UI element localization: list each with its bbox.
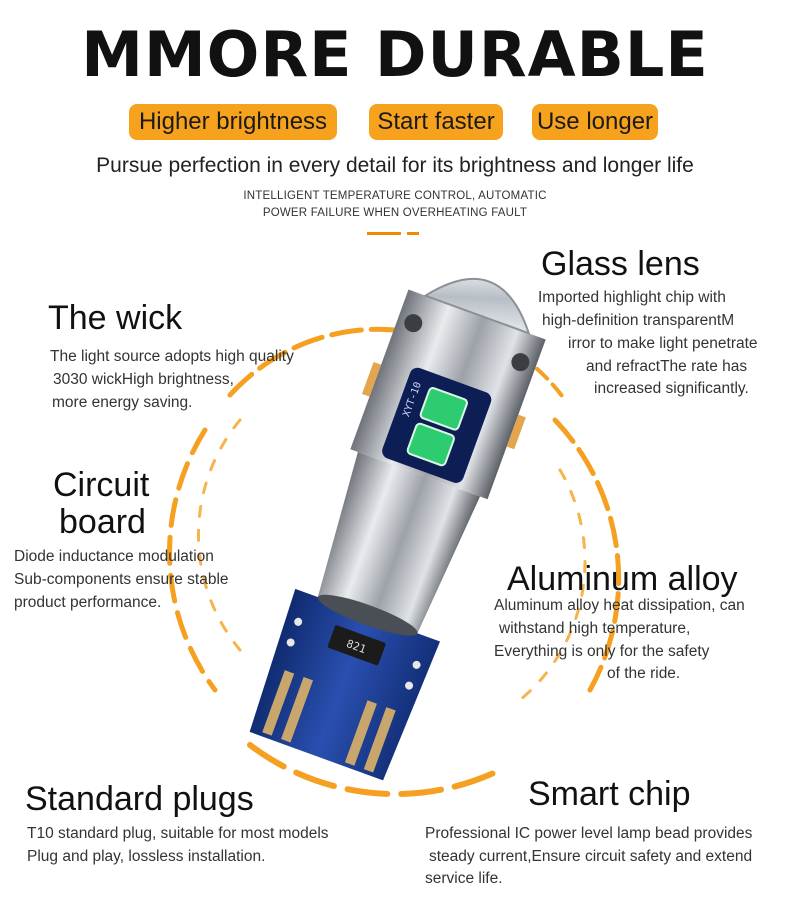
- aluminum-desc-1: Aluminum alloy heat dissipation, can: [494, 597, 745, 614]
- wick-desc-3: more energy saving.: [52, 394, 193, 411]
- feature-note-line1: INTELLIGENT TEMPERATURE CONTROL, AUTOMAT…: [243, 190, 547, 202]
- wick-desc-2: 3030 wickHigh brightness,: [53, 371, 234, 388]
- chip-desc-2: steady current,Ensure circuit safety and…: [429, 848, 753, 865]
- led-chip-top: [419, 387, 468, 431]
- circuit-desc-1: Diode inductance modulation: [14, 548, 214, 565]
- chip-title: Smart chip: [528, 775, 691, 813]
- glass-desc-3: irror to make light penetrate: [568, 335, 758, 352]
- badge-use-longer: Use longer: [532, 104, 658, 140]
- subtitle: Pursue perfection in every detail for it…: [96, 154, 694, 177]
- led-bulb: 821 XYT-10: [249, 277, 546, 781]
- resistor-label: 821: [345, 637, 368, 656]
- wick-title: The wick: [48, 299, 183, 337]
- divider-dash-short: [407, 232, 419, 235]
- circuit-desc-2: Sub-components ensure stable: [14, 571, 229, 588]
- aluminum-body: [317, 451, 481, 634]
- glass-desc-4: and refractThe rate has: [586, 358, 748, 375]
- glass-desc-1: Imported highlight chip with: [538, 289, 726, 306]
- feature-note-line2: POWER FAILURE WHEN OVERHEATING FAULT: [262, 207, 528, 219]
- circuit-desc-3: product performance.: [14, 594, 162, 611]
- plugs-desc-2: Plug and play, lossless installation.: [27, 848, 266, 865]
- circuit-title-line2: board: [59, 503, 146, 541]
- badge-higher-brightness: Higher brightness: [129, 104, 337, 140]
- badge-start-faster: Start faster: [369, 104, 503, 140]
- plugs-desc-1: T10 standard plug, suitable for most mod…: [27, 825, 329, 842]
- orange-ring-decoration: [167, 326, 622, 797]
- plugs-title: Standard plugs: [25, 780, 254, 818]
- aluminum-desc-3: Everything is only for the safety: [494, 643, 710, 660]
- pcb-base: 821: [249, 588, 440, 781]
- glass-desc-5: increased significantly.: [594, 380, 749, 397]
- led-chip-bottom: [406, 422, 455, 467]
- glass-desc-2: high-definition transparentM: [542, 312, 735, 329]
- chip-desc-3: service life.: [425, 870, 503, 887]
- page-title: MMORE DURABLE: [81, 18, 709, 91]
- aluminum-title: Aluminum alloy: [507, 560, 738, 598]
- glass-lens: [423, 277, 531, 335]
- aluminum-desc-4: of the ride.: [607, 665, 681, 682]
- divider-dash: [367, 232, 401, 235]
- glass-title: Glass lens: [541, 245, 700, 283]
- circuit-title-line1: Circuit: [53, 466, 150, 504]
- aluminum-desc-2: withstand high temperature,: [499, 620, 691, 637]
- chip-desc-1: Professional IC power level lamp bead pr…: [425, 825, 753, 842]
- wick-desc-1: The light source adopts high quality: [50, 348, 294, 365]
